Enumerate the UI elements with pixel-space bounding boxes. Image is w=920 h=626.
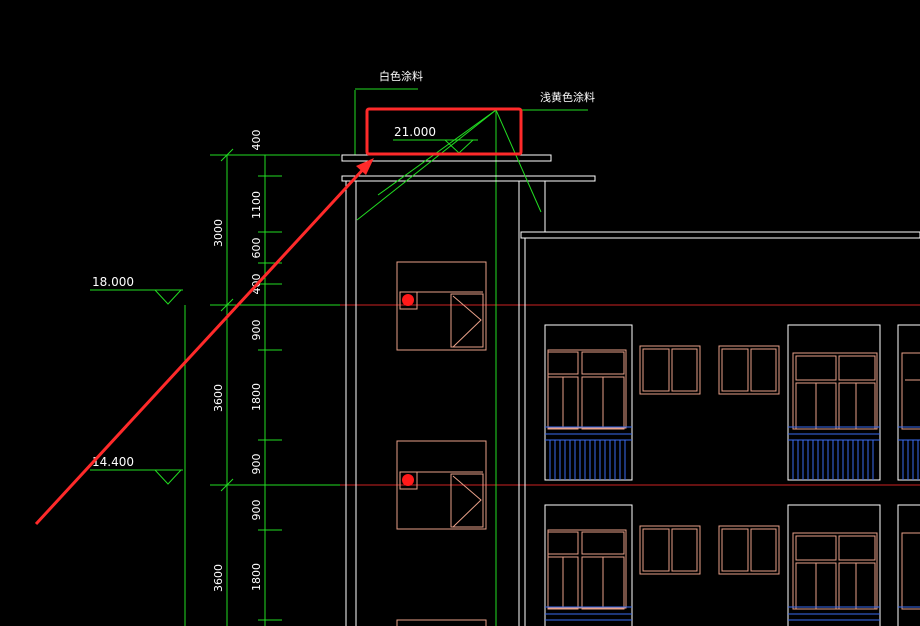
- facade-floor-upper: [544, 324, 920, 481]
- balcony-unit: [544, 504, 633, 626]
- elevation-label-low: 14.400: [92, 455, 134, 469]
- window-unit: [718, 525, 780, 575]
- inner-dimension-labels: 400 1100 600 400 900 1800 900 900 1800: [250, 130, 263, 592]
- highlight-box: [365, 107, 523, 156]
- outer-dimension-labels: 3000 3600 3600: [212, 219, 225, 592]
- dim-outer-1: 3000: [212, 219, 225, 247]
- stair-marker-dot: [402, 474, 414, 486]
- dim-inner-7: 900: [250, 454, 263, 475]
- balcony-unit: [787, 324, 881, 481]
- stair-window-lower: [396, 440, 487, 530]
- window-unit: [718, 345, 780, 395]
- annotation-light-yellow-coating: 浅黄色涂料: [540, 90, 595, 104]
- elevation-marker-21000: [393, 139, 478, 154]
- window-unit: [639, 345, 701, 395]
- dim-inner-5: 900: [250, 320, 263, 341]
- stair-window-partial: [396, 619, 487, 626]
- elevation-marker-14400: [90, 469, 183, 485]
- elevation-label-mid: 18.000: [92, 275, 134, 289]
- dim-inner-3: 600: [250, 238, 263, 259]
- dim-inner-6: 1800: [250, 383, 263, 411]
- dim-inner-8: 900: [250, 500, 263, 521]
- floor-level-lines: [335, 304, 920, 486]
- building-outline: [341, 154, 920, 626]
- elevation-marker-18000: [90, 289, 183, 305]
- balcony-unit-partial: [897, 504, 920, 626]
- dimension-tick-crosses: [184, 90, 497, 626]
- elevation-label-top: 21.000: [394, 125, 436, 139]
- dim-inner-2: 1100: [250, 191, 263, 219]
- annotation-white-coating: 白色涂料: [379, 69, 423, 83]
- dim-outer-2: 3600: [212, 384, 225, 412]
- dim-inner-9: 1800: [250, 563, 263, 591]
- stair-marker-dot: [402, 294, 414, 306]
- dimension-chain-outer: [210, 148, 340, 626]
- stair-window-upper: [396, 261, 487, 351]
- window-unit: [639, 525, 701, 575]
- dim-inner-1: 400: [250, 130, 263, 151]
- dim-outer-3: 3600: [212, 564, 225, 592]
- balcony-unit: [787, 504, 881, 626]
- balcony-unit: [544, 324, 633, 481]
- balcony-unit-partial: [897, 324, 920, 481]
- facade-floor-lower: [544, 504, 920, 626]
- highlight-arrow: [34, 158, 374, 526]
